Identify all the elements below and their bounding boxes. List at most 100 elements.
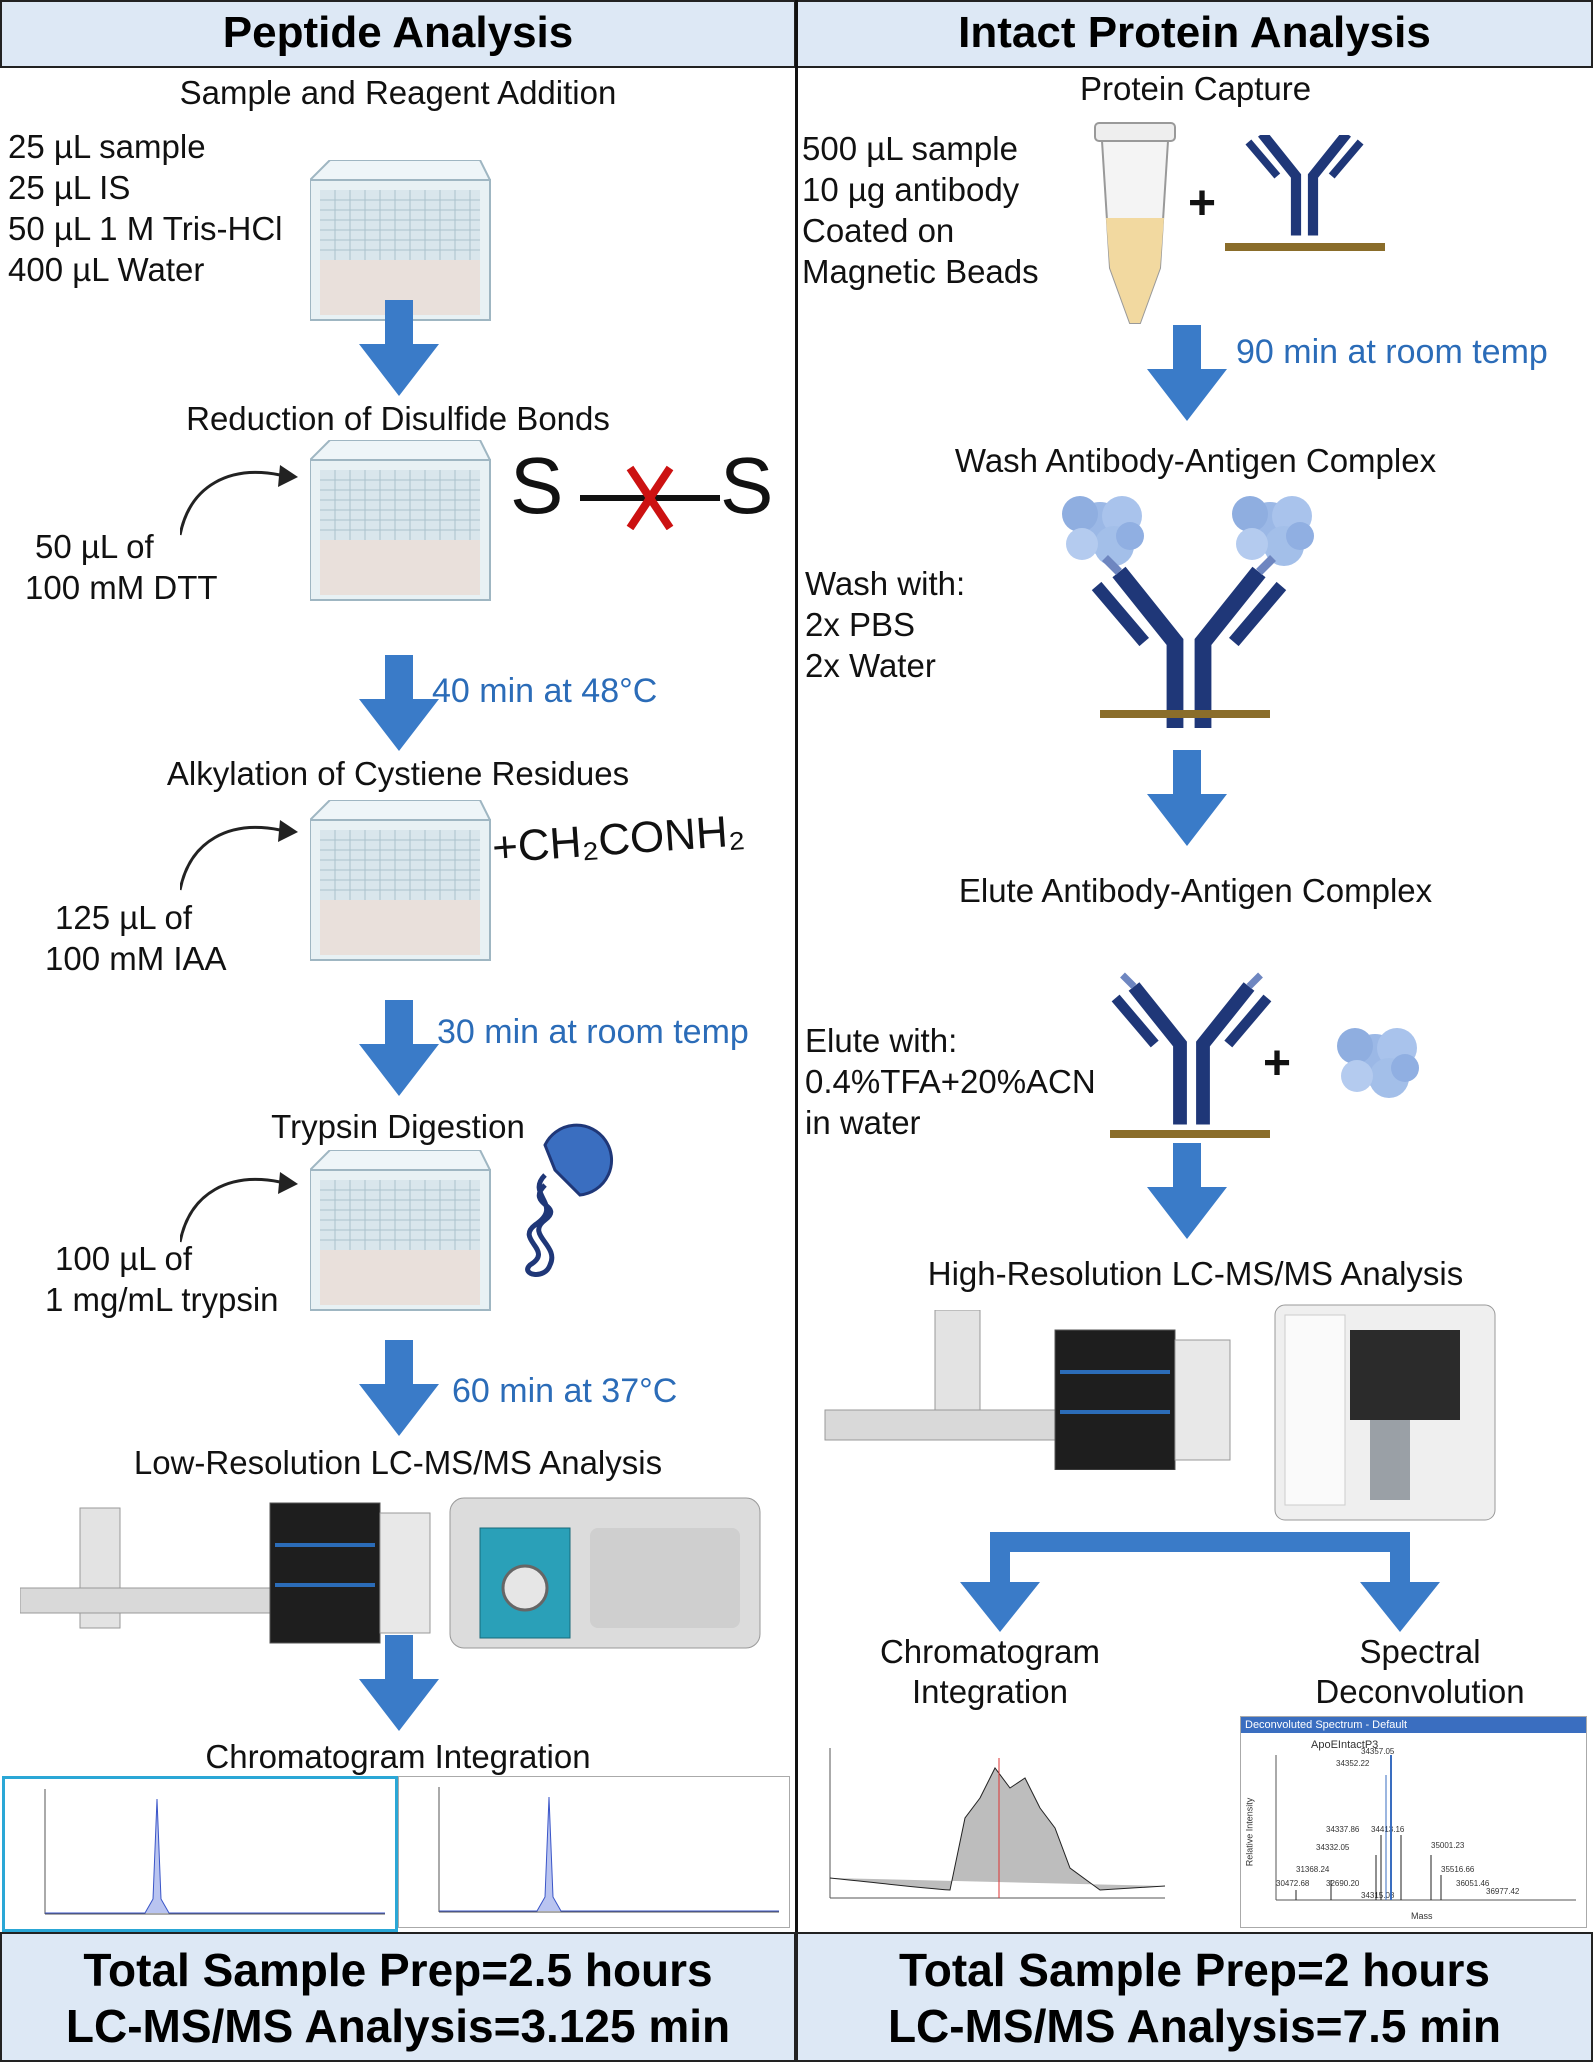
left-header: Peptide Analysis [0, 0, 796, 68]
dtt-label: 50 µL of 100 mM DTT [25, 526, 218, 608]
spectrum-subtitle: ApoEIntactP3 [1311, 1739, 1379, 1751]
down-arrow-icon [1147, 750, 1227, 846]
branch-spectral-deconvolution: Spectral Deconvolution [1250, 1632, 1590, 1712]
trypsin-line: 1 mg/mL trypsin [45, 1281, 279, 1318]
iaa-line: 100 mM IAA [45, 940, 227, 977]
broken-bond-icon [580, 465, 720, 530]
down-arrow-icon [359, 300, 439, 396]
plus-sign: + [1263, 1037, 1292, 1090]
spectrum-peak-label: 36977.42 [1486, 1887, 1520, 1896]
step-protein-capture: Protein Capture [1080, 70, 1312, 107]
right-footer: Total Sample Prep=2 hours LC-MS/MS Analy… [796, 1932, 1593, 2062]
step-sample-reagent-addition: Sample and Reagent Addition [179, 74, 617, 111]
curved-arrow-icon [180, 820, 300, 892]
spectrum-peak-label: 31368.24 [1296, 1865, 1330, 1874]
right-footer-analysis: LC-MS/MS Analysis=7.5 min [887, 2000, 1502, 2052]
capture-item: 10 µg antibody [802, 171, 1020, 208]
reagent-list: 25 µL sample 25 µL IS 50 µL 1 M Tris-HCl… [8, 126, 283, 290]
down-arrow-icon [359, 1635, 439, 1731]
spectrum-peak-label: 34315.08 [1361, 1891, 1395, 1900]
sulfur-right: S [720, 441, 774, 530]
step-alkylation: Alkylation of Cystiene Residues [166, 755, 630, 792]
wash-item: 2x Water [805, 647, 936, 684]
step-reduction: Reduction of Disulfide Bonds [186, 400, 610, 437]
disulfide-bond: S S [510, 440, 780, 540]
down-arrow-icon [1147, 325, 1227, 421]
deconvoluted-spectrum-panel: Deconvoluted Spectrum - Default ApoEInta… [1240, 1716, 1587, 1928]
step-trypsin-digestion: Trypsin Digestion [271, 1108, 525, 1145]
incubation-time: 30 min at room temp [437, 1013, 749, 1051]
iaa-label: 125 µL of 100 mM IAA [45, 897, 227, 979]
trypsin-label: 100 µL of 1 mg/mL trypsin [45, 1238, 279, 1320]
reagent-item: 400 µL Water [8, 251, 205, 288]
intact-chromatogram-panel [800, 1718, 1170, 1926]
capture-item: Magnetic Beads [802, 253, 1039, 290]
capture-list: 500 µL sample 10 µg antibody Coated on M… [802, 128, 1039, 292]
elute-item: 0.4%TFA+20%ACN [805, 1063, 1096, 1100]
sample-tube-icon [1094, 122, 1176, 324]
spectrum-peak-label: 34357.05 [1361, 1747, 1395, 1756]
spectrum-peak-label: 30472.68 [1276, 1879, 1310, 1888]
spectrum-peak-label: 34337.86 [1326, 1825, 1360, 1834]
elute-item: Elute with: [805, 1022, 958, 1059]
reagent-item: 25 µL IS [8, 169, 131, 206]
branch-chromatogram-integration: Chromatogram Integration [820, 1632, 1160, 1712]
dtt-line: 100 mM DTT [25, 569, 218, 606]
step-high-res-lcms: High-Resolution LC-MS/MS Analysis [927, 1255, 1464, 1292]
mass-spectrometer-icon [1274, 1304, 1496, 1521]
chromatogram-panel-2 [398, 1776, 790, 1928]
branch-line: Chromatogram [879, 1633, 1101, 1670]
chromatogram-panel-1 [2, 1776, 398, 1932]
spectrum-title-bar: Deconvoluted Spectrum - Default [1241, 1717, 1586, 1733]
spectrum-peak-label: 32690.20 [1326, 1879, 1360, 1888]
spectrum-peak-label: 35516.66 [1441, 1865, 1475, 1874]
step-elute: Elute Antibody-Antigen Complex [958, 872, 1433, 909]
branch-arrow-icon [960, 1532, 1440, 1632]
branch-line: Integration [912, 1673, 1068, 1710]
step-low-res-lcms: Low-Resolution LC-MS/MS Analysis [133, 1444, 663, 1481]
hplc-system-icon [20, 1502, 431, 1644]
right-footer-prep: Total Sample Prep=2 hours [899, 1944, 1490, 1996]
dtt-line: 50 µL of [35, 528, 154, 565]
left-footer-prep: Total Sample Prep=2.5 hours [83, 1944, 713, 1996]
wash-list: Wash with: 2x PBS 2x Water [805, 563, 965, 686]
antibody-antigen-complex-icon [1062, 496, 1314, 728]
elute-list: Elute with: 0.4%TFA+20%ACN in water [805, 1020, 1096, 1143]
down-arrow-icon [359, 1340, 439, 1436]
branch-line: Deconvolution [1315, 1673, 1525, 1710]
down-arrow-icon [1147, 1143, 1227, 1239]
trypsin-line: 100 µL of [55, 1240, 193, 1277]
mass-spectrometer-icon [449, 1497, 761, 1649]
spectrum-plot [1275, 1755, 1576, 1901]
capture-item: Coated on [802, 212, 955, 249]
well-plate-icon [310, 1150, 491, 1311]
column-divider [795, 0, 798, 2062]
capture-item: 500 µL sample [802, 130, 1018, 167]
spectrum-xlabel: Mass [1411, 1911, 1433, 1921]
eluted-antibody-icon [1100, 970, 1280, 1138]
antigen-icon [1337, 1028, 1419, 1098]
well-plate-icon [310, 800, 491, 961]
wash-item: 2x PBS [805, 606, 916, 643]
left-footer: Total Sample Prep=2.5 hours LC-MS/MS Ana… [0, 1932, 796, 2062]
left-footer-analysis: LC-MS/MS Analysis=3.125 min [65, 2000, 731, 2052]
step-wash: Wash Antibody-Antigen Complex [954, 442, 1437, 479]
well-plate-icon [310, 440, 491, 601]
reagent-item: 25 µL sample [8, 128, 206, 165]
bead-antibody-icon [1225, 135, 1385, 251]
down-arrow-icon [359, 1000, 439, 1096]
elute-item: in water [805, 1104, 921, 1141]
spectrum-peak-label: 34413.16 [1371, 1825, 1405, 1834]
down-arrow-icon [359, 655, 439, 751]
right-header: Intact Protein Analysis [796, 0, 1593, 68]
step-chromatogram-integration: Chromatogram Integration [205, 1738, 591, 1775]
spectrum-peak-label: 34352.22 [1336, 1759, 1370, 1768]
reagent-item: 50 µL 1 M Tris-HCl [8, 210, 283, 247]
incubation-time: 60 min at 37°C [452, 1372, 678, 1410]
carbamidomethyl-label: +CH₂CONH₂ [490, 806, 747, 873]
branch-line: Spectral [1359, 1633, 1481, 1670]
trypsin-enzyme-icon [525, 1123, 613, 1277]
sulfur-left: S [510, 441, 564, 530]
iaa-line: 125 µL of [55, 899, 193, 936]
spectrum-peak-label: 34332.05 [1316, 1843, 1350, 1852]
